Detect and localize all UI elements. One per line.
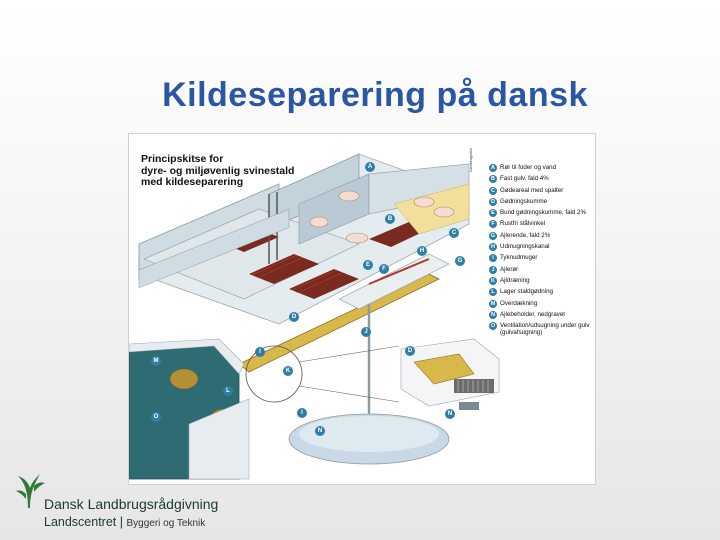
callout-marker: D (289, 312, 299, 322)
organization-unit-tag: Byggeri og Teknik (126, 518, 206, 529)
callout-marker: I (297, 408, 307, 418)
straw-bedding (393, 183, 470, 235)
callout-marker: G (455, 256, 465, 266)
callout-marker: E (363, 260, 373, 270)
legend-label: Udmugningskanal (500, 243, 550, 251)
organization-unit-name: Landscentret | (44, 515, 123, 529)
callout-marker: I (255, 347, 265, 357)
legend-key: I (489, 254, 497, 263)
legend-key: N (489, 310, 497, 319)
callout-marker: A (365, 162, 375, 172)
legend-label: Ajlebeholder, nedgravet (500, 310, 566, 318)
legend-key: J (489, 265, 497, 274)
pig-barn-diagram: Principskitse for dyre- og miljøvenlig s… (128, 133, 596, 485)
legend-key: F (489, 220, 497, 229)
legend-key: B (489, 175, 497, 184)
legend-label: Tyknudmuger (500, 254, 538, 262)
manure-heap (169, 368, 199, 390)
callout-marker: N (445, 409, 455, 419)
callout-marker: F (379, 264, 389, 274)
legend-label: Gødningskumme (500, 197, 548, 205)
organization-unit: Landscentret | Byggeri og Teknik (44, 515, 205, 529)
legend-label: Lager staldgødning (500, 288, 553, 296)
legend-label: Rustfri stålvinkel (500, 220, 546, 228)
organization-logo-icon (16, 474, 45, 508)
legend-label: Bund gødningskumme, fald 2% (500, 209, 586, 217)
legend-key: O (489, 322, 497, 331)
callout-marker: C (449, 228, 459, 238)
figure-title: Principskitse for dyre- og miljøvenlig s… (141, 153, 341, 189)
callout-marker: N (315, 426, 325, 436)
legend-key: A (489, 164, 497, 172)
callout-marker: L (223, 386, 233, 396)
legend-label: Ajldræning (500, 276, 530, 284)
callout-marker: M (151, 356, 161, 366)
organization-name: Dansk Landbrugsrådgivning (44, 496, 219, 512)
callout-marker: O (151, 412, 161, 422)
figure-title-line: med kildeseparering (141, 176, 244, 188)
legend-key: C (489, 186, 497, 195)
legend-label: Ajlerende, fald 2% (500, 231, 551, 239)
callout-marker: B (385, 214, 395, 224)
barn-illustration (129, 153, 500, 480)
legend-label: Rør til foder og vand (500, 164, 557, 171)
figure-title-line: dyre- og miljøvenlig svinestald (141, 164, 295, 177)
callout-marker: H (417, 246, 427, 256)
legend-label: Fast gulv, fald 4% (500, 175, 549, 183)
legend-key: K (489, 276, 497, 285)
legend-key: D (489, 197, 497, 206)
legend-key: L (489, 288, 497, 297)
figure-credit: Landbrugsinfo (469, 147, 473, 172)
legend-key: M (489, 299, 497, 308)
legend-label: Overdækning (500, 299, 538, 307)
legend-key: G (489, 231, 497, 240)
legend-key: H (489, 243, 497, 252)
legend-label: Ajlerør (500, 265, 519, 273)
legend-label: Gødeareal med spalter (500, 186, 564, 194)
detail-circle (245, 345, 303, 403)
callout-marker: D (405, 346, 415, 356)
scraper-grate (454, 379, 494, 393)
slide-title: Kildeseparering på dansk (162, 76, 588, 114)
callout-marker: K (283, 366, 293, 376)
pigs (309, 190, 455, 244)
legend-label: Ventilation/udsugning under gulv (gulvaf… (500, 322, 590, 337)
callout-marker: J (361, 327, 371, 337)
front-wall (138, 209, 290, 289)
figure-title-line: Principskitse for (141, 153, 224, 165)
legend-key: E (489, 209, 497, 218)
